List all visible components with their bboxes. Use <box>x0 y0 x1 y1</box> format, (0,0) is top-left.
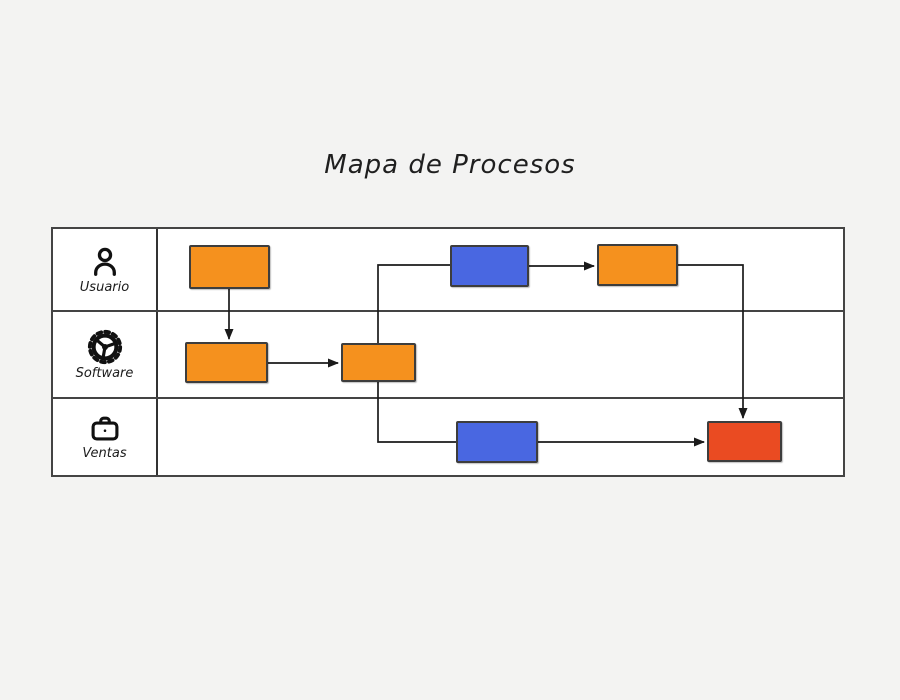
process-box-usuario-1[interactable] <box>189 245 270 289</box>
process-box-software-2[interactable] <box>341 343 416 382</box>
gear-icon <box>86 328 124 366</box>
lane-label-software: Software <box>75 365 134 381</box>
lane-ventas: Ventas <box>53 399 843 475</box>
lane-header-ventas[interactable]: Ventas <box>53 399 158 475</box>
process-box-ventas-2[interactable] <box>707 421 782 462</box>
process-box-usuario-2[interactable] <box>450 245 529 287</box>
lane-header-software[interactable]: Software <box>53 312 158 397</box>
briefcase-icon <box>88 412 122 446</box>
process-box-ventas-1[interactable] <box>456 421 538 463</box>
lane-label-ventas: Ventas <box>82 446 127 462</box>
process-box-usuario-3[interactable] <box>597 244 678 286</box>
lane-usuario: Usuario <box>53 229 843 312</box>
lane-label-usuario: Usuario <box>79 279 130 295</box>
process-box-software-1[interactable] <box>185 342 268 383</box>
lane-header-usuario[interactable]: Usuario <box>53 229 158 310</box>
lane-software: Software <box>53 312 843 399</box>
diagram-title: Mapa de Procesos <box>324 150 576 180</box>
person-icon <box>87 244 123 280</box>
